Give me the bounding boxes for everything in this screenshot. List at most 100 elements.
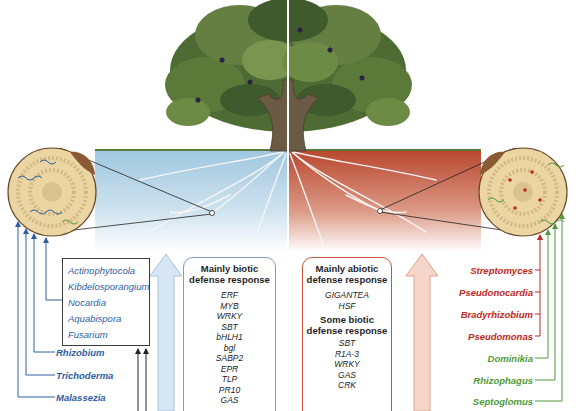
zoom-spot: [378, 209, 383, 214]
root: [170, 195, 230, 213]
leader-lines-right: [535, 214, 562, 401]
root-section-left: [8, 148, 96, 236]
microbe: [508, 178, 512, 182]
genus-name: Aquabispora: [68, 311, 149, 327]
stele: [42, 182, 62, 202]
gene-name: MYB: [187, 301, 272, 312]
leader-line: [34, 234, 55, 352]
microbe: [513, 206, 517, 210]
microbe: [62, 220, 78, 224]
genus-box: ActinophytocolaKibdelosporangiumNocardia…: [62, 258, 150, 346]
stele: [513, 182, 533, 202]
leader-line: [535, 235, 540, 336]
divider: [287, 0, 289, 252]
gene-name: EPR: [187, 364, 272, 375]
root: [150, 153, 283, 232]
block-arrow: [406, 254, 438, 411]
taxon-label: Rhizophagus: [473, 375, 533, 386]
gene-name: bHLH1: [187, 332, 272, 343]
taxon-label: Trichoderma: [56, 370, 113, 381]
gene-name: TLP: [187, 374, 272, 385]
zoom-line: [74, 214, 212, 230]
box-heading: Mainly biotic defense response: [187, 263, 272, 285]
foliage: [282, 42, 338, 82]
root: [140, 152, 282, 180]
gene-name: CRK: [306, 380, 388, 391]
gene-name: PR10: [187, 385, 272, 396]
box-heading: Some biotic defense response: [306, 314, 388, 336]
olive: [298, 28, 303, 33]
blue-soil: [95, 150, 288, 252]
taxon-label: Bradyrhizobium: [461, 309, 533, 320]
response-box: Mainly abiotic defense responseGIGANTEAH…: [302, 257, 392, 411]
taxon-label: Dominikia: [488, 353, 533, 364]
genus-name: Actinophytocola: [68, 263, 149, 279]
leader-line: [535, 314, 540, 315]
gene-name: R1A-3: [306, 349, 388, 360]
red-soil: [288, 150, 481, 252]
bark: [70, 152, 95, 175]
microbe: [530, 170, 534, 174]
olive: [196, 98, 201, 103]
zoom-spot: [210, 211, 215, 216]
zoom-line: [380, 212, 502, 230]
microbe: [548, 163, 564, 167]
genus-name: Kibdelosporangium: [68, 279, 149, 295]
olive: [220, 58, 225, 63]
gene-name: GIGANTEA: [306, 290, 388, 301]
gene-name: GAS: [306, 370, 388, 381]
cell-ring: [18, 158, 86, 226]
microbe: [40, 160, 56, 164]
genus-name: Nocardia: [68, 295, 149, 311]
leader-line: [535, 230, 548, 358]
taxon-label: Malassezia: [56, 392, 106, 403]
section-disc: [8, 148, 96, 236]
microbe: [523, 188, 527, 192]
root: [252, 154, 286, 246]
box-arrows: [138, 349, 146, 411]
microbe: [538, 198, 542, 202]
gene-name: SABP2: [187, 353, 272, 364]
leader-lines-left: [18, 222, 62, 397]
microbe: [540, 220, 564, 224]
box-heading: Mainly abiotic defense response: [306, 263, 388, 285]
microbe: [18, 176, 42, 180]
olive: [360, 76, 365, 81]
foliage: [366, 98, 410, 126]
leader-line: [46, 238, 62, 300]
olive: [248, 80, 253, 85]
section-disc: [479, 148, 567, 236]
root: [293, 153, 426, 232]
response-box: Mainly biotic defense responseERFMYBWRKY…: [183, 257, 276, 411]
gene-name: GAS: [187, 395, 272, 406]
leader-line: [535, 224, 555, 380]
pointer-line: [138, 349, 139, 411]
taxon-label: Streptomyces: [470, 265, 533, 276]
cell-ring: [501, 170, 545, 214]
root: [294, 152, 436, 180]
genus-name: Fusarium: [68, 327, 149, 343]
root-section-right: [479, 148, 567, 236]
olive: [328, 48, 333, 53]
taxon-label: Septoglomus: [473, 396, 533, 407]
gene-name: HSF: [306, 301, 388, 312]
gene-name: ERF: [187, 290, 272, 301]
taxon-label: Rhizobium: [56, 347, 105, 358]
block-arrow: [150, 254, 182, 411]
root: [346, 195, 406, 213]
cell-ring: [489, 158, 557, 226]
zoom-lines: [60, 148, 515, 230]
microbe: [488, 198, 504, 202]
gene-name: bgl: [187, 343, 272, 354]
foliage: [166, 98, 210, 126]
leader-line: [26, 229, 55, 375]
leader-line: [18, 222, 55, 397]
pointer-line: [146, 349, 147, 411]
leader-line: [535, 292, 540, 293]
leader-line: [535, 270, 540, 271]
gene-name: SBT: [187, 322, 272, 333]
taxon-label: Pseudonocardia: [459, 287, 533, 298]
leader-line: [535, 214, 562, 401]
gene-name: WRKY: [187, 311, 272, 322]
